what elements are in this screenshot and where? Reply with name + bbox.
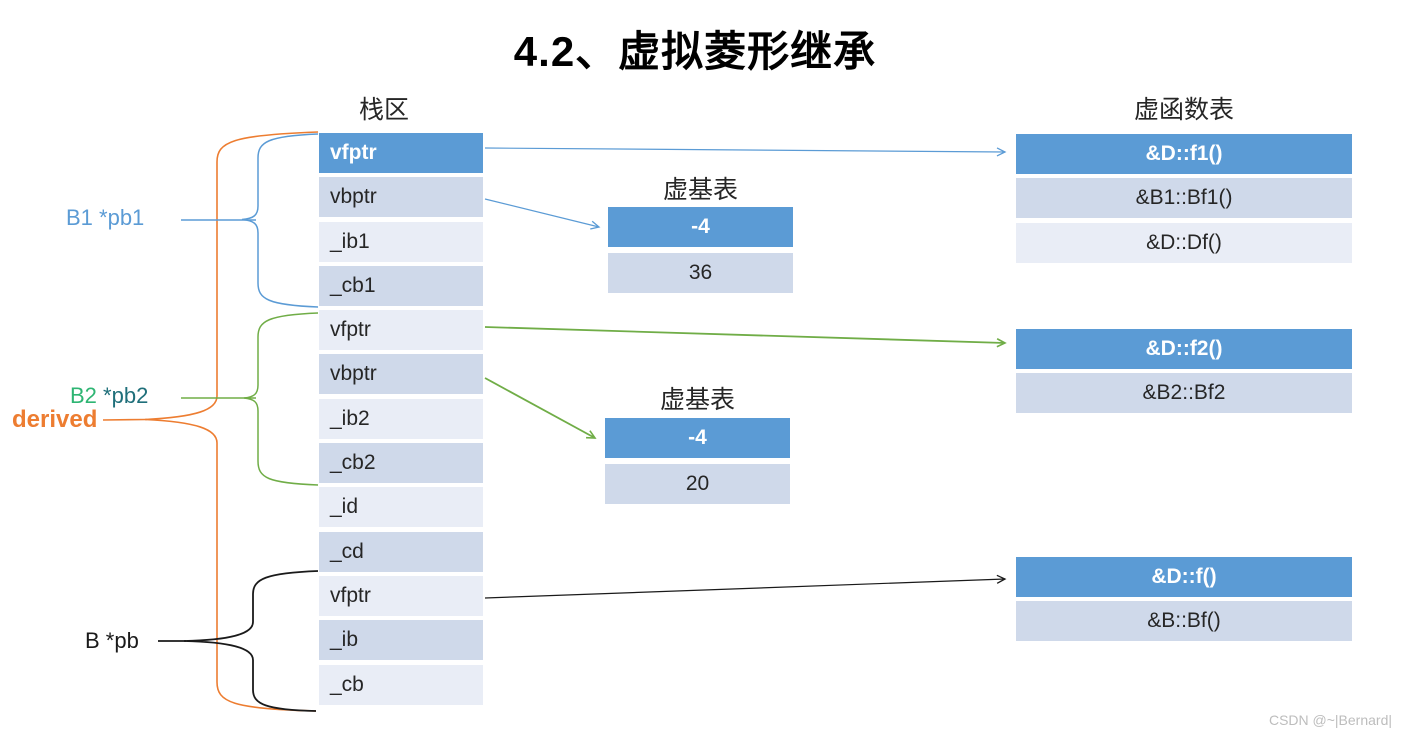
- vbtable2-title: 虚基表: [659, 386, 735, 414]
- vftable-d-f1: &D::f1() &B1::Bf1() &D::Df(): [1016, 134, 1352, 267]
- stack-row: _cb2: [319, 443, 483, 484]
- vbtable1-offset: 36: [608, 253, 793, 293]
- vbtable2: -4 20: [605, 418, 790, 510]
- vbtable1-title: 虚基表: [662, 176, 738, 204]
- watermark: CSDN @~|Bernard|: [1268, 712, 1392, 728]
- stack-row: _ib1: [319, 221, 483, 262]
- stack-table: vfptr vbptr _ib1 _cb1 vfptr vbptr _ib2 _…: [319, 133, 483, 709]
- vftable-d-f: &D::f() &B::Bf(): [1016, 557, 1352, 646]
- brace-derived: [144, 131, 319, 712]
- label-b2-pb2: B2 *pb2: [70, 383, 148, 409]
- page-title: 4.2、虚拟菱形继承: [513, 28, 877, 75]
- vbtable2-offset: 20: [605, 464, 790, 504]
- stack-row: vfptr: [319, 310, 483, 351]
- stack-row: _ib2: [319, 398, 483, 439]
- label-b-pb: B *pb: [85, 628, 139, 653]
- vftable-entry: &D::Df(): [1016, 222, 1352, 263]
- stack-title: 栈区: [358, 96, 409, 124]
- label-derived: derived: [12, 406, 98, 433]
- arrow-vbptr1-to-vbtable1: [484, 198, 601, 230]
- vftable-entry: &D::f2(): [1016, 329, 1352, 369]
- label-pb2: *pb2: [96, 383, 149, 408]
- label-b1-pb1: B1 *pb1: [66, 205, 145, 230]
- stack-row: _ib: [319, 620, 483, 661]
- vftable-entry: &D::f1(): [1016, 134, 1352, 174]
- arrow-vfptr2-to-vftable2: [484, 326, 1007, 348]
- brace-b1: [241, 133, 319, 308]
- vftable-entry: &D::f(): [1016, 557, 1352, 597]
- stack-row: _cd: [319, 531, 483, 572]
- stack-row: vfptr: [319, 133, 483, 173]
- vftable-title: 虚函数表: [1133, 96, 1234, 124]
- brace-derived-label-line: [102, 418, 148, 421]
- vftable-d-f2: &D::f2() &B2::Bf2: [1016, 329, 1352, 418]
- vbtable1-offset: -4: [608, 207, 793, 247]
- brace-b: [183, 570, 319, 712]
- arrow-vbptr2-to-vbtable2: [484, 377, 597, 439]
- arrow-vfptr3-to-vftable3: [484, 574, 1007, 599]
- label-b2: B2: [70, 383, 97, 408]
- stack-row: _cb: [319, 664, 483, 705]
- vbtable1: -4 36: [608, 207, 793, 299]
- stack-row: vfptr: [319, 575, 483, 616]
- vftable-entry: &B1::Bf1(): [1016, 178, 1352, 219]
- brace-b2: [243, 312, 319, 486]
- stack-row: _id: [319, 487, 483, 528]
- vftable-entry: &B2::Bf2: [1016, 373, 1352, 414]
- arrow-vfptr1-to-vftable1: [484, 147, 1007, 157]
- vbtable2-offset: -4: [605, 418, 790, 458]
- stack-row: vbptr: [319, 177, 483, 218]
- stack-row: vbptr: [319, 354, 483, 395]
- stack-row: _cb1: [319, 265, 483, 306]
- vftable-entry: &B::Bf(): [1016, 601, 1352, 642]
